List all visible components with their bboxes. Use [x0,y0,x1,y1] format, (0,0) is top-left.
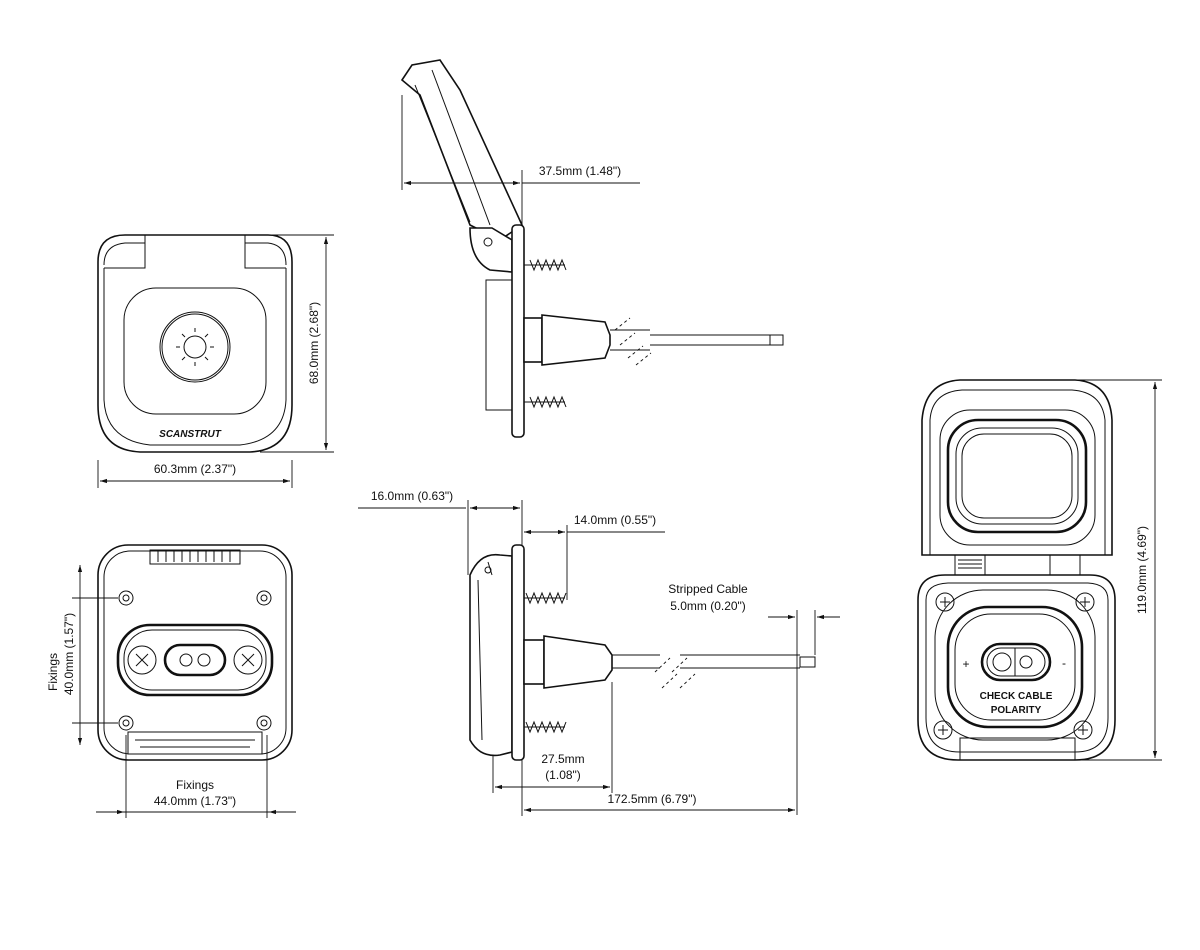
positive-symbol: + [962,657,969,671]
rear-view: Fixings 40.0mm (1.57") Fixings 44.0mm (1… [46,544,296,818]
cable-length-label: 172.5mm (6.79") [608,792,697,806]
fixings-vertical-label: 40.0mm (1.57") [62,613,76,695]
front-view-closed: SCANSTRUT 60.3mm (2.37") 68.0mm (2.68") [97,234,334,488]
front-height-label: 68.0mm (2.68") [307,302,321,384]
side-view-open-lid: 37.5mm (1.48") [400,59,784,438]
negative-symbol: - [1062,656,1066,670]
open-height-label: 119.0mm (4.69") [1135,526,1149,614]
fixing-holes [118,590,272,731]
fixings-horizontal-title: Fixings [176,778,214,792]
front-width-label: 60.3mm (2.37") [154,462,236,476]
polarity-warning-line1: CHECK CABLE [980,691,1053,702]
polarity-warning-line2: POLARITY [991,705,1042,716]
stripped-cable-label: 5.0mm (0.20") [670,599,746,613]
open-lid-depth-label: 37.5mm (1.48") [539,164,621,178]
light-icon [176,328,214,366]
stripped-cable-title: Stripped Cable [668,582,748,596]
screw-length-label: 14.0mm (0.55") [574,513,656,527]
lid-depth-label: 16.0mm (0.63") [371,489,453,503]
brand-logo: SCANSTRUT [159,429,222,440]
open-front-view: + - CHECK CABLE POLARITY 119.0mm (4.69") [917,379,1162,761]
boot-length-label: 27.5mm [541,752,584,766]
boot-length-inches: (1.08") [545,768,581,782]
fixings-horizontal-label: 44.0mm (1.73") [154,794,236,808]
mount-screws [933,592,1095,740]
fixings-vertical-title: Fixings [46,653,60,691]
side-view: 16.0mm (0.63") 14.0mm (0.55") Stripped C… [358,489,840,816]
